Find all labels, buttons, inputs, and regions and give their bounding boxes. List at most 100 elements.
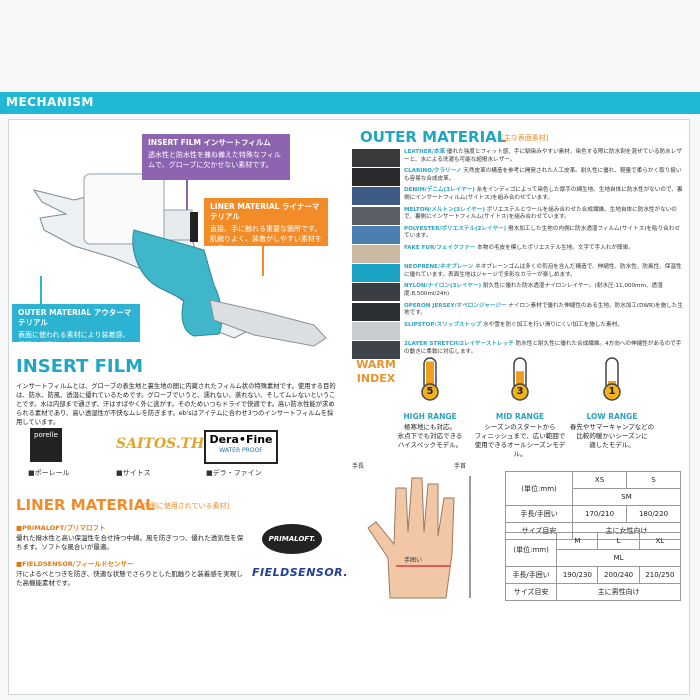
size-women-merged: SM: [572, 488, 681, 506]
outer-material-row: LEATHER/本革 優れた強度とフィット感、手に馴染みやすい素材。染色する際に…: [352, 148, 682, 168]
thermometer-icon: 1: [592, 356, 632, 402]
material-name: FAKE FUR/フェイクファー: [404, 245, 476, 251]
size-women-s: S: [626, 471, 681, 489]
material-description: OPERON JERSEY/オペロンジャージー ナイロン素材で優れた伸縮性のある…: [404, 303, 684, 318]
derafine-subtext: WATER PROOF: [219, 447, 263, 454]
size-men-l-value: 200/240: [597, 566, 640, 584]
outer-material-subtitle: [主な表面素材]: [501, 134, 549, 142]
insert-film-callout: INSERT FILM インサートフィルム 透水性と防水性を兼ね備えた特殊なフィ…: [142, 134, 290, 180]
hand-wrist-label: 手首: [454, 462, 466, 470]
size-women-row-label: 手長/手囲い: [504, 505, 574, 523]
size-women-xs: XS: [572, 471, 628, 489]
liner-material-callout: LINER MATERIAL ライナーマテリアル 直接、手に触れる重要な箇所です…: [204, 198, 328, 253]
material-swatch: [352, 341, 400, 359]
material-text: 優れた強度とフィット感、手に馴染みやすい素材。染色する際に防水剤を混ぜている防水…: [404, 149, 682, 163]
material-description: CLARINO/クラリーノ 天然皮革の構造を参考に開発された人工皮革。耐久性に優…: [404, 168, 684, 183]
material-text: ナイロン素材で優れた伸縮性のある生地。防水加工(DWR)を施した生地です。: [404, 302, 683, 317]
size-men-m: M: [556, 532, 599, 550]
warm-range-description: 春先やサマーキャンプなどの 比較的暖かいシーズンに 適したモデル。: [569, 423, 655, 449]
outer-material-title: OUTER MATERIAL: [360, 128, 507, 146]
size-men-row-label: 手長/手囲い: [504, 566, 558, 584]
material-swatch: [352, 302, 400, 321]
insert-film-title: INSERT FILM: [16, 356, 143, 377]
outer-material-row: NYLON/ナイロン(3レイヤー) 耐久性に優れた防水透湿ナイロンレイヤー。(耐…: [352, 282, 682, 302]
material-description: NYLON/ナイロン(3レイヤー) 耐久性に優れた防水透湿ナイロンレイヤー。(耐…: [404, 283, 684, 298]
hand-icon: [367, 477, 455, 599]
hand-girth-label: 手囲い: [404, 556, 422, 564]
size-men-m-value: 190/230: [556, 566, 599, 584]
size-men-xl-value: 210/250: [638, 566, 682, 584]
warm-index-title-line1: WARM: [356, 358, 396, 371]
material-text: 撥水加工した生地の内側に防水透湿フィルム(サイトス)を貼り合わせています。: [404, 225, 680, 240]
material-swatch: [352, 264, 400, 283]
saitos-logo: SAITOS.TH: [116, 436, 204, 452]
material-text: 水や雪を防ぐ加工を行い滑りにくい加工を施した素材。: [483, 321, 623, 328]
header-bar: MECHANISM: [0, 92, 700, 114]
insert-film-callout-title: INSERT FILM インサートフィルム: [148, 138, 271, 147]
outer-material-callout-text: 表面に使われる素材により装着感、保温力が異なってきます。: [18, 331, 130, 349]
insert-film-callout-text: 透水性と防水性を兼ね備えた特殊なフィルムで、グローブに欠かせない素材です。: [148, 151, 281, 169]
outer-material-row: SLIPSTOP/スリップストップ 水や雪を防ぐ加工を行い滑りにくい加工を施した…: [352, 321, 682, 341]
material-description: FAKE FUR/フェイクファー 本物の毛皮を模したポリエステル生地。文字て手入…: [404, 245, 684, 253]
warm-index-number: 1: [608, 386, 616, 397]
size-women-unit: (単位:mm): [504, 471, 574, 506]
glove-insert-film: [83, 173, 198, 245]
warm-index-number: 5: [426, 386, 434, 397]
warm-range-description: シーズンのスタートから フィニッシュまで、広い範囲で 使用できるオールシーズンモ…: [474, 423, 566, 458]
fieldsensor-logo-text: FIELDSENSOR.: [252, 566, 349, 579]
warm-index-title-line2: INDEX: [356, 372, 396, 385]
hand-size-diagram: 手長 手囲い 手首: [352, 462, 471, 599]
outer-material-row: OPERON JERSEY/オペロンジャージー ナイロン素材で優れた伸縮性のある…: [352, 302, 684, 322]
header-title: MECHANISM: [6, 95, 94, 109]
material-name: SLIPSTOP/スリップストップ: [404, 321, 482, 328]
derafine-wordmark: Dera•Fine: [209, 433, 273, 446]
hand-length-label: 手長: [352, 462, 364, 470]
material-text: 本物の毛皮を模したポリエステル生地。文字て手入れが簡単。: [477, 245, 634, 251]
fieldsensor-logo: FIELDSENSOR.: [252, 566, 348, 579]
outer-material-row: POLYESTER/ポリエステル(2レイヤー) 撥水加工した生地の内側に防水透湿…: [352, 225, 682, 245]
primaloft-logo: PRIMALOFT.: [262, 524, 322, 554]
material-description: SLIPSTOP/スリップストップ 水や雪を防ぐ加工を行い滑りにくい加工を施した…: [404, 322, 684, 330]
outer-material-row: DENIM/デニム(3レイヤー) 糸をインディゴによって染色した厚手の綿生地。生…: [352, 186, 683, 206]
insert-arrow: [186, 180, 188, 210]
size-men-xl: XL: [638, 532, 682, 550]
material-text: 天然皮革の構造を参考に開発された人工皮革。耐久性に優れ、軽量で柔らかく取り扱いも…: [404, 168, 682, 182]
outer-material-row: FAKE FUR/フェイクファー 本物の毛皮を模したポリエステル生地。文字て手入…: [352, 244, 682, 264]
warm-range-title: MID RANGE: [495, 412, 545, 421]
size-men-guide-label: サイズ目安: [504, 583, 558, 601]
warm-index-title: WARM INDEX: [356, 358, 396, 386]
liner-material-subtitle: [内側に使用されている素材]: [140, 502, 230, 510]
fieldsensor-text: 汗によるべとつきを防ぎ、快適な状態でさらりとした肌触りと装着感を実現した高機能素…: [16, 569, 243, 588]
saitos-label: ■サイトス: [116, 469, 151, 477]
material-description: POLYESTER/ポリエステル(2レイヤー) 撥水加工した生地の内側に防水透湿…: [404, 226, 684, 241]
material-description: LEATHER/本革 優れた強度とフィット感、手に馴染みやすい素材。染色する際に…: [404, 149, 684, 164]
material-text: 耐久性に優れた防水透湿ナイロンレイヤー。(耐水圧:11,000mm、透湿度:8,…: [404, 283, 663, 297]
material-swatch: [352, 225, 400, 244]
material-text: ネオプレーンゴムは多くの気泡を含んだ構造で、伸縮性、防水性、防風性、保温性に優れ…: [404, 264, 682, 278]
glove-cuff: [209, 299, 327, 347]
liner-material-callout-title: LINER MATERIAL ライナーマテリアル: [210, 202, 320, 221]
material-swatch: [352, 149, 400, 167]
outer-material-callout-title: OUTER MATERIAL アウターマテリアル: [18, 308, 132, 327]
primaloft-logo-text: PRIMALOFT.: [268, 535, 316, 543]
size-women-xs-value: 170/210: [572, 505, 628, 523]
porelle-logo: porelle: [30, 428, 62, 462]
primaloft-text: 優れた撥水性と高い保温性を合せ持つ中綿。風を防ぎつつ、優れた透気性を保ちます。ソ…: [16, 533, 244, 552]
primaloft-name: ■PRIMALOFT/プリマロフト: [16, 524, 106, 532]
material-name: NYLON/ナイロン(3レイヤー): [404, 283, 482, 290]
size-table-women: (単位:mm) XS S SM 手長/手囲い 170/210 180/220 サ…: [504, 471, 681, 540]
material-description: MELTON/メルトン(3レイヤー) ポリエステルとウールを組み合わせた合成繊維…: [404, 207, 684, 222]
thermometer-icon: 3: [500, 356, 540, 402]
material-name: DENIM/デニム(3レイヤー): [404, 187, 475, 194]
outer-material-callout: OUTER MATERIAL アウターマテリアル 表面に使われる素材により装着感…: [12, 304, 140, 349]
primaloft-item: ■PRIMALOFT/プリマロフト 優れた撥水性と高い保温性を合せ持つ中綿。風を…: [16, 524, 246, 553]
material-swatch: [352, 206, 400, 225]
size-men-unit: (単位:mm): [504, 532, 558, 567]
material-description: NEOPRENE/ネオプレーン ネオプレーンゴムは多くの気泡を含んだ構造で、伸縮…: [404, 264, 684, 279]
material-description: 2LAYER STRETCH/2レイヤーストレッチ 防水性と耐久性に優れた合成繊…: [404, 341, 684, 356]
glove-diagram: [32, 173, 327, 347]
material-text: 防水性と耐久性に優れた合成繊維。4方向への伸縮性があるので手の動きに柔軟に対応し…: [404, 341, 682, 355]
outer-material-row: 2LAYER STRETCH/2レイヤーストレッチ 防水性と耐久性に優れた合成繊…: [352, 340, 682, 360]
material-name: OPERON JERSEY/オペロンジャージー: [404, 302, 507, 309]
fieldsensor-name: ■FIELDSENSOR/フィールドセンサー: [16, 560, 134, 568]
